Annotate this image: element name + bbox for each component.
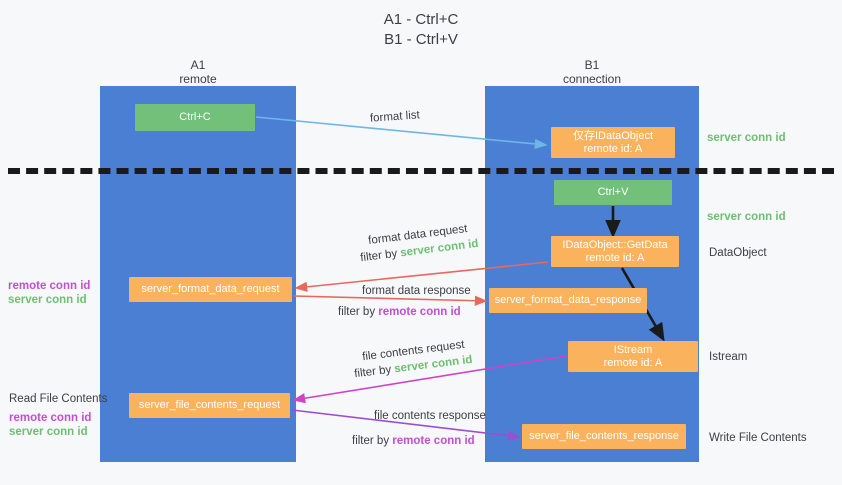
box-server-format-data-request[interactable]: server_format_data_request [129, 277, 292, 302]
label-left-conn-ids-top: remote conn id server conn id [8, 279, 90, 307]
title-line-1: A1 - Ctrl+C [383, 11, 459, 28]
flow-label-file-contents-response-filter: filter by remote conn id [352, 434, 475, 449]
box-ctrl-c[interactable]: Ctrl+C [135, 104, 255, 131]
label-istream: Istream [709, 351, 748, 363]
box-ctrl-v[interactable]: Ctrl+V [554, 180, 672, 205]
filter-prefix-file-resp: filter by [352, 435, 393, 447]
filter-prefix-fmt-resp: filter by [338, 306, 379, 318]
box-istream-line1: IStream [613, 343, 653, 356]
filter-value-fmt-resp: remote conn id [378, 306, 461, 318]
flow-label-format-data-response-filter: filter by remote conn id [338, 305, 461, 320]
box-idataobject-getdata[interactable]: IDataObject::GetData remote id: A [551, 236, 679, 267]
box-server-format-data-response-label: server_format_data_response [494, 294, 642, 306]
box-istream[interactable]: IStream remote id: A [568, 341, 698, 372]
label-server-conn-id-second: server conn id [707, 211, 786, 223]
box-server-file-contents-response[interactable]: server_file_contents_response [522, 424, 686, 449]
label-remote-conn-id-2: remote conn id [9, 412, 92, 424]
label-read-file-contents: Read File Contents [9, 393, 108, 405]
box-idataobject-line2: remote id: A [583, 142, 643, 155]
box-server-format-data-response[interactable]: server_format_data_response [489, 288, 647, 313]
filter-prefix-fmt-req: filter by [359, 247, 402, 265]
label-server-conn-id-left-1: server conn id [8, 294, 87, 306]
flow-label-file-contents-response: file contents response [374, 410, 486, 422]
label-server-conn-id-left-2: server conn id [9, 426, 88, 438]
label-server-conn-id-top: server conn id [707, 132, 786, 144]
lane-header-a1: A1 remote [138, 58, 258, 86]
box-server-format-data-request-label: server_format_data_request [141, 283, 280, 295]
box-ctrl-c-label: Ctrl+C [179, 111, 211, 123]
lane-header-b1: B1 connection [532, 58, 652, 86]
box-server-file-contents-request-label: server_file_contents_request [138, 399, 281, 411]
title-line-2: B1 - Ctrl+V [384, 31, 458, 48]
box-ctrl-v-label: Ctrl+V [597, 186, 629, 198]
lane-header-b1-role: connection [562, 72, 622, 86]
box-idataobject-line1: 仅存IDataObject [572, 129, 654, 142]
label-dataobject: DataObject [709, 247, 767, 259]
boundary-divider [8, 168, 834, 174]
lane-header-a1-role: remote [179, 72, 217, 86]
box-getdata-line1: IDataObject::GetData [562, 238, 668, 251]
label-write-file-contents: Write File Contents [709, 432, 807, 444]
label-remote-conn-id-1: remote conn id [8, 280, 91, 292]
label-left-conn-ids-bottom: remote conn id server conn id [9, 411, 91, 439]
box-istream-line2: remote id: A [603, 356, 663, 369]
lane-header-a1-name: A1 [190, 58, 206, 72]
box-server-file-contents-response-label: server_file_contents_response [529, 430, 679, 442]
page-title: A1 - Ctrl+C B1 - Ctrl+V [0, 10, 842, 50]
filter-value-file-resp: remote conn id [392, 435, 475, 447]
lane-header-b1-name: B1 [584, 58, 600, 72]
box-server-file-contents-request[interactable]: server_file_contents_request [129, 393, 290, 418]
flow-label-format-list: format list [369, 109, 421, 125]
filter-prefix-file-req: filter by [353, 363, 396, 381]
box-getdata-line2: remote id: A [585, 251, 645, 264]
flow-label-format-data-response: format data response [362, 285, 471, 297]
box-idataobject[interactable]: 仅存IDataObject remote id: A [551, 127, 675, 158]
